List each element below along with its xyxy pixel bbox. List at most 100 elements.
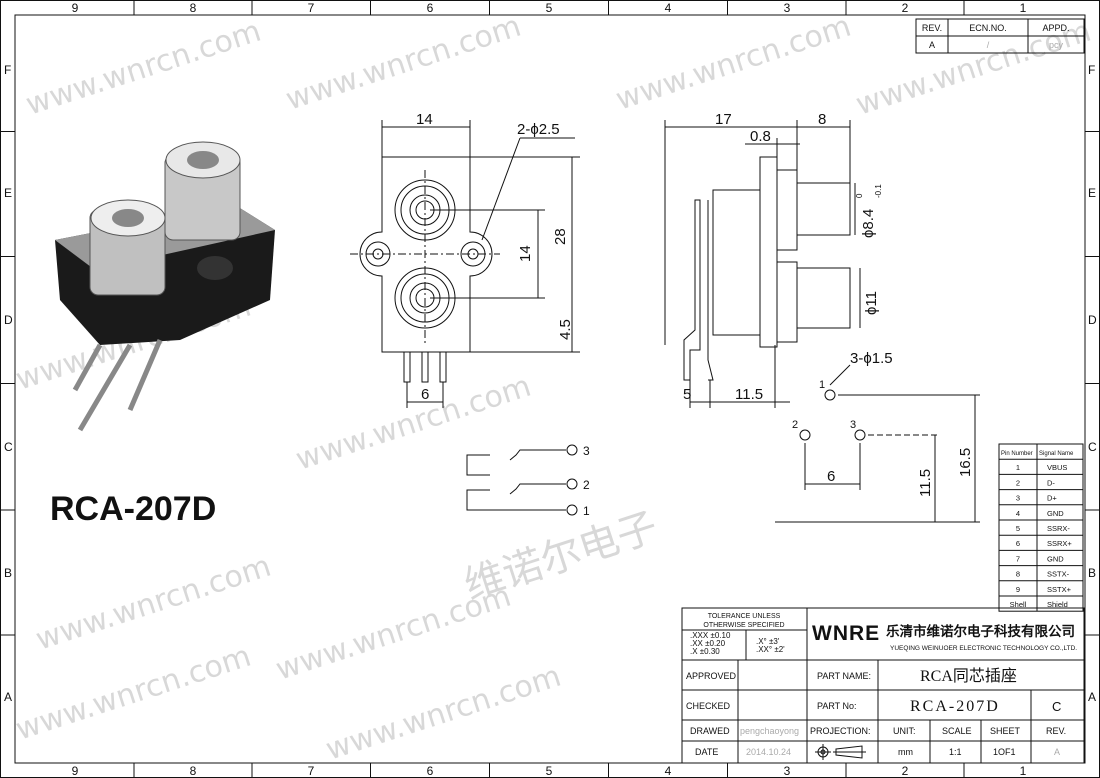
rev-header: REV.	[922, 23, 942, 33]
grid-column-label: 6	[427, 764, 434, 778]
grid-row-label: D	[1088, 313, 1097, 327]
signal-name: SSRX-	[1047, 524, 1070, 533]
grid-column-label: 4	[665, 764, 672, 778]
pin-number: Shell	[1010, 600, 1027, 609]
pin-number-header: Pin Number	[1001, 451, 1033, 457]
grid-column-label: 9	[72, 764, 79, 778]
dim-width: 14	[416, 111, 433, 128]
signal-name-header: Signal Name	[1039, 451, 1074, 457]
dim-dia-large: ϕ11	[863, 291, 880, 315]
grid-column-label: 7	[308, 1, 315, 15]
rev-value: A	[929, 40, 935, 50]
tolerance-title: TOLERANCE UNLESS	[708, 613, 781, 620]
pin-number: 4	[1016, 509, 1020, 518]
tol-up: 0	[855, 193, 864, 198]
dim-holes: 2-ϕ2.5	[517, 121, 560, 138]
dim-pin-offset: 5	[683, 386, 691, 403]
watermark: www.wnrcn.com	[282, 9, 526, 118]
checked-label: CHECKED	[686, 701, 731, 711]
schematic: 3 2 1	[466, 444, 590, 518]
revision-block: REV. ECN.NO. APPD. A / pcy	[915, 18, 1085, 54]
dim-spacing: 6	[827, 468, 835, 485]
grid-column-label: 6	[427, 1, 434, 15]
company-logo: WNRE	[812, 622, 880, 645]
grid-column-label: 5	[546, 764, 553, 778]
unit-value: mm	[898, 747, 913, 757]
dim-pin-pitch: 6	[421, 386, 429, 403]
pin-number: 2	[1016, 478, 1020, 487]
signal-name: D+	[1047, 494, 1057, 503]
angle-tolerance-2: .XX° ±2'	[756, 645, 785, 654]
watermark: www.wnrcn.com	[22, 14, 266, 123]
grid-column-label: 5	[546, 1, 553, 15]
signal-name: Shield	[1047, 600, 1068, 609]
pin-number: 5	[1016, 524, 1020, 533]
watermark: www.wnrcn.com	[612, 9, 856, 118]
dim-depth: 17	[715, 111, 732, 128]
tolerance-x: .X ±0.30	[690, 647, 720, 656]
pin-layout-view: 3-ϕ1.5 1 2 3 6 11.5 16.5	[775, 350, 980, 523]
schematic-pin-1: 1	[583, 504, 590, 518]
pin-number: 1	[1016, 463, 1020, 472]
grid-row-label: B	[1088, 566, 1096, 580]
scale-value: 1:1	[949, 747, 962, 757]
signal-name: D-	[1047, 478, 1055, 487]
watermark-cn: 维诺尔电子	[459, 504, 663, 610]
pin-1-label: 1	[819, 379, 825, 391]
dim-pitch: 14	[517, 245, 534, 262]
tolerance-xx: .XX ±0.20	[690, 639, 726, 648]
pin-2-label: 2	[792, 419, 798, 431]
grid-row-label: E	[4, 186, 12, 200]
signal-name: VBUS	[1047, 463, 1067, 472]
appd-header: APPD.	[1042, 23, 1069, 33]
scale-label: SCALE	[942, 726, 972, 736]
pin-number: 7	[1016, 554, 1020, 563]
ecn-value: /	[987, 40, 990, 50]
projection-label: PROJECTION:	[810, 726, 871, 736]
grid-row-label: A	[1088, 690, 1096, 704]
grid-column-label: 4	[665, 1, 672, 15]
grid-row-label: C	[1088, 440, 1097, 454]
dim-offset: 4.5	[557, 319, 574, 340]
dim-h2: 16.5	[957, 448, 974, 477]
drawer-name: pengchaoyong	[740, 726, 799, 736]
rev-label: REV.	[1046, 726, 1066, 736]
front-view: 14 2-ϕ2.5 28 14 4.5 6	[350, 111, 580, 408]
part-name: RCA同芯插座	[920, 667, 1017, 685]
grid-column-label: 3	[784, 1, 791, 15]
part-no-label: PART No:	[817, 701, 857, 711]
pin-number: 6	[1016, 539, 1020, 548]
grid-column-label: 1	[1020, 764, 1027, 778]
grid-column-label: 9	[72, 1, 79, 15]
grid-column-label: 2	[902, 764, 909, 778]
grid-column-label: 2	[902, 1, 909, 15]
date-value: 2014.10.24	[746, 747, 791, 757]
date-label: DATE	[695, 747, 718, 757]
grid-row-label: B	[4, 566, 12, 580]
tolerance-xxx: .XXX ±0.10	[690, 631, 731, 640]
dim-h1: 11.5	[917, 469, 934, 497]
unit-label: UNIT:	[893, 726, 916, 736]
grid-row-label: F	[4, 63, 11, 77]
signal-name: GND	[1047, 554, 1064, 563]
company-name-cn: 乐清市维诺尔电子科技有限公司	[886, 623, 1075, 639]
pin-number: 8	[1016, 570, 1020, 579]
appd-value: pcy	[1049, 40, 1064, 50]
dim-nose: 8	[818, 111, 826, 128]
part-number: RCA-207D	[910, 698, 1000, 715]
tol-down: -0.1	[874, 184, 883, 198]
model-label: RCA-207D	[50, 490, 216, 528]
rev-value: A	[1054, 747, 1060, 757]
sheet-value: 1OF1	[993, 747, 1016, 757]
dim-height: 28	[552, 228, 569, 245]
grid-column-label: 1	[1020, 1, 1027, 15]
dim-length: 11.5	[735, 386, 763, 403]
pin-3-label: 3	[850, 419, 856, 431]
dim-flange: 0.8	[750, 128, 771, 145]
title-block: TOLERANCE UNLESS OTHERWISE SPECIFIED .XX…	[681, 607, 1085, 764]
schematic-pin-2: 2	[583, 478, 590, 492]
grid-column-label: 8	[190, 1, 197, 15]
